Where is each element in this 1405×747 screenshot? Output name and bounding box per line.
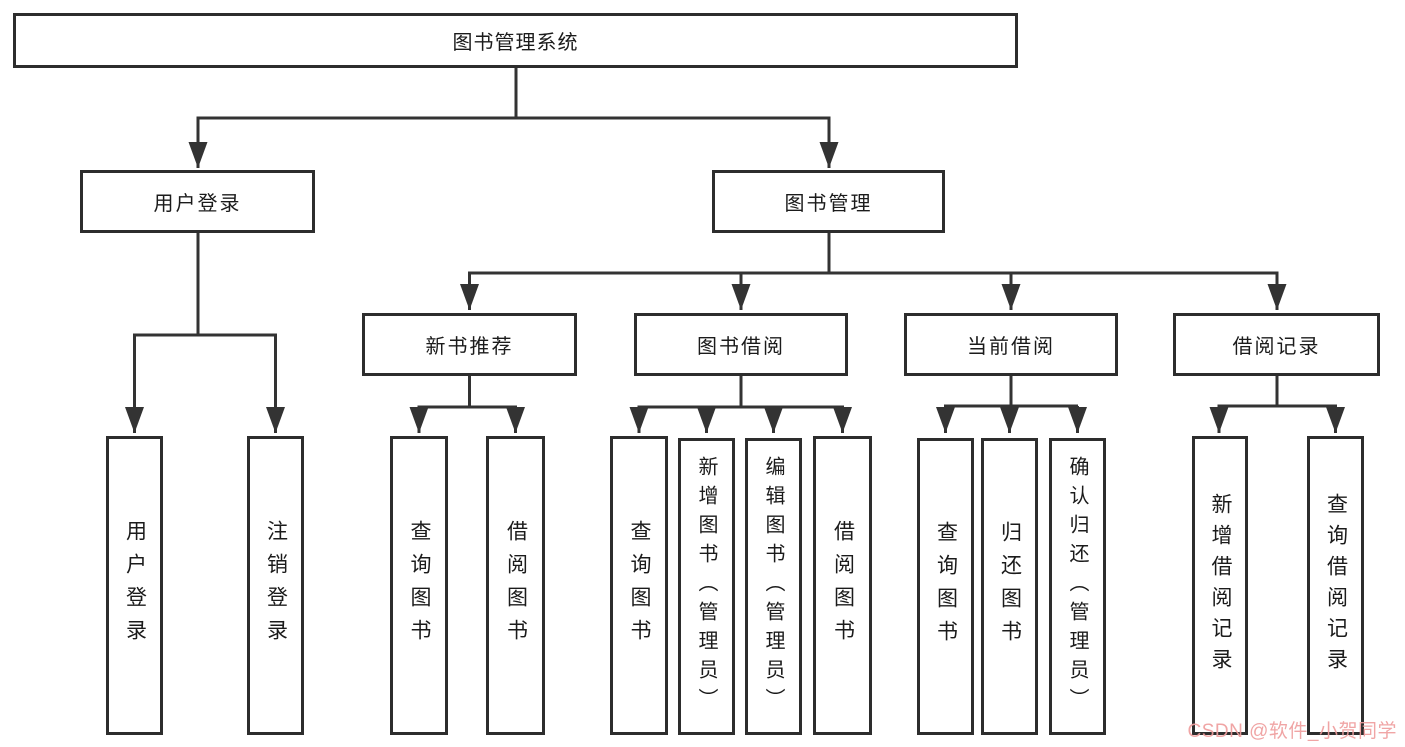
node-current-borrowing-label: 当前借阅: [967, 336, 1055, 358]
node-borrowing-records: 借阅记录: [1173, 313, 1380, 376]
leaf-add-books-admin: 新增图书（管理员）: [678, 438, 735, 735]
leaf-borrow-books: 借阅图书: [813, 436, 872, 735]
leaf-add-books-admin-label: 新增图书（管理员）: [695, 456, 717, 717]
leaf-query-books: 查询图书: [917, 438, 974, 735]
leaf-query-books-label: 查询图书: [934, 520, 958, 653]
leaf-confirm-return-admin-label: 确认归还（管理员）: [1066, 456, 1088, 717]
leaf-add-borrow-record-label: 新增借阅记录: [1209, 492, 1232, 679]
leaf-logout: 注销登录: [247, 436, 304, 735]
watermark: CSDN @软件_小贺同学: [1187, 721, 1397, 742]
node-borrowing-records-label: 借阅记录: [1232, 336, 1321, 358]
leaf-user-login-label: 用户登录: [123, 519, 147, 652]
leaf-edit-books-admin: 编辑图书（管理员）: [745, 438, 802, 735]
node-current-borrowing: 当前借阅: [904, 313, 1118, 376]
leaf-query-books: 查询图书: [610, 436, 668, 735]
leaf-logout-label: 注销登录: [264, 519, 288, 652]
node-new-book-recommendation-label: 新书推荐: [425, 336, 514, 358]
leaf-query-books: 查询图书: [390, 436, 448, 735]
node-root-label: 图书管理系统: [452, 32, 579, 54]
node-user-login-label: 用户登录: [153, 193, 242, 215]
node-book-management: 图书管理: [712, 170, 945, 233]
leaf-edit-books-admin-label: 编辑图书（管理员）: [762, 456, 784, 717]
node-book-borrowing: 图书借阅: [634, 313, 848, 376]
node-book-management-label: 图书管理: [784, 193, 873, 215]
leaf-return-books-label: 归还图书: [998, 520, 1022, 653]
leaf-user-login: 用户登录: [106, 436, 163, 735]
leaf-borrow-books-label: 借阅图书: [831, 519, 855, 652]
leaf-return-books: 归还图书: [981, 438, 1038, 735]
leaf-query-books-label: 查询图书: [628, 519, 651, 652]
node-user-login: 用户登录: [80, 170, 315, 233]
leaf-query-borrow-record-label: 查询借阅记录: [1324, 492, 1348, 679]
leaf-borrow-books: 借阅图书: [486, 436, 545, 735]
node-new-book-recommendation: 新书推荐: [362, 313, 577, 376]
node-book-borrowing-label: 图书借阅: [697, 336, 785, 358]
leaf-query-books-label: 查询图书: [408, 519, 431, 652]
leaf-query-borrow-record: 查询借阅记录: [1307, 436, 1364, 735]
leaf-borrow-books-label: 借阅图书: [504, 519, 528, 652]
leaf-add-borrow-record: 新增借阅记录: [1192, 436, 1248, 735]
node-root: 图书管理系统: [13, 13, 1018, 68]
leaf-confirm-return-admin: 确认归还（管理员）: [1049, 438, 1106, 735]
